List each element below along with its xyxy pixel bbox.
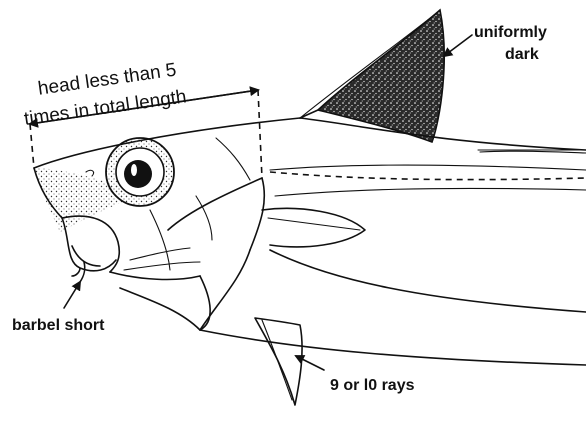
dorsal-label-line1: uniformly — [474, 24, 547, 41]
barbel-arrow — [64, 282, 80, 308]
barbel — [80, 262, 85, 282]
fish-eye — [106, 138, 174, 206]
pectoral-fin — [262, 208, 365, 246]
barbel-label: barbel short — [12, 317, 105, 334]
rays-label: 9 or l0 rays — [330, 377, 415, 394]
dorsal-fin — [318, 10, 444, 142]
dorsal-label-line2: dark — [505, 46, 539, 63]
head-length-label: head less than 5 times in total length — [19, 59, 188, 130]
dorsal-arrow — [444, 35, 472, 56]
